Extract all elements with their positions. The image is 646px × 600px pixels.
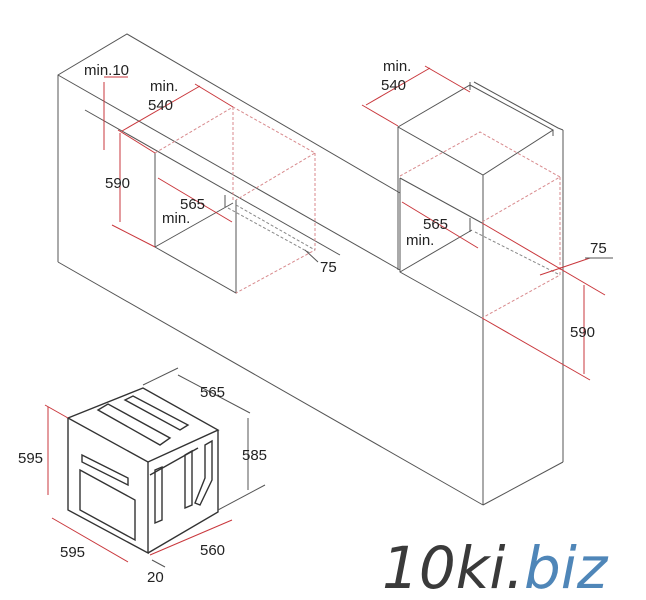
- dimension-labels: min.10 min. 540 590 565 min. 75 min. 540…: [18, 58, 607, 586]
- depth-label: 540: [148, 97, 173, 114]
- gap-label: min.10: [84, 62, 129, 79]
- door-depth-label: 20: [147, 569, 164, 586]
- tall-depth-min-label: min.: [383, 58, 411, 75]
- depth-min-label: min.: [150, 78, 178, 95]
- oven-side-height-label: 585: [242, 447, 267, 464]
- vent-label: 75: [320, 259, 337, 276]
- oven-side-depth-label: 560: [200, 542, 225, 559]
- oven-illustration: [44, 367, 266, 568]
- watermark-main: 10ki.: [382, 534, 524, 600]
- oven-depth-label: 565: [200, 384, 225, 401]
- watermark-logo: 10ki.biz: [382, 534, 609, 600]
- oven-width-label: 595: [60, 544, 85, 561]
- tall-cabinet: [361, 65, 613, 506]
- width-min-label: min.: [162, 210, 190, 227]
- tall-vent-label: 75: [590, 240, 607, 257]
- watermark-tld: biz: [524, 534, 609, 600]
- tall-width-label: 565: [423, 216, 448, 233]
- tall-width-min-label: min.: [406, 232, 434, 249]
- svg-text:10ki.biz: 10ki.biz: [382, 534, 609, 600]
- tall-height-label: 590: [570, 324, 595, 341]
- height-label: 590: [105, 175, 130, 192]
- oven-front-height-label: 595: [18, 450, 43, 467]
- cabinet-run: [57, 33, 484, 506]
- left-niche: [103, 76, 319, 294]
- width-label: 565: [180, 196, 205, 213]
- tall-depth-label: 540: [381, 77, 406, 94]
